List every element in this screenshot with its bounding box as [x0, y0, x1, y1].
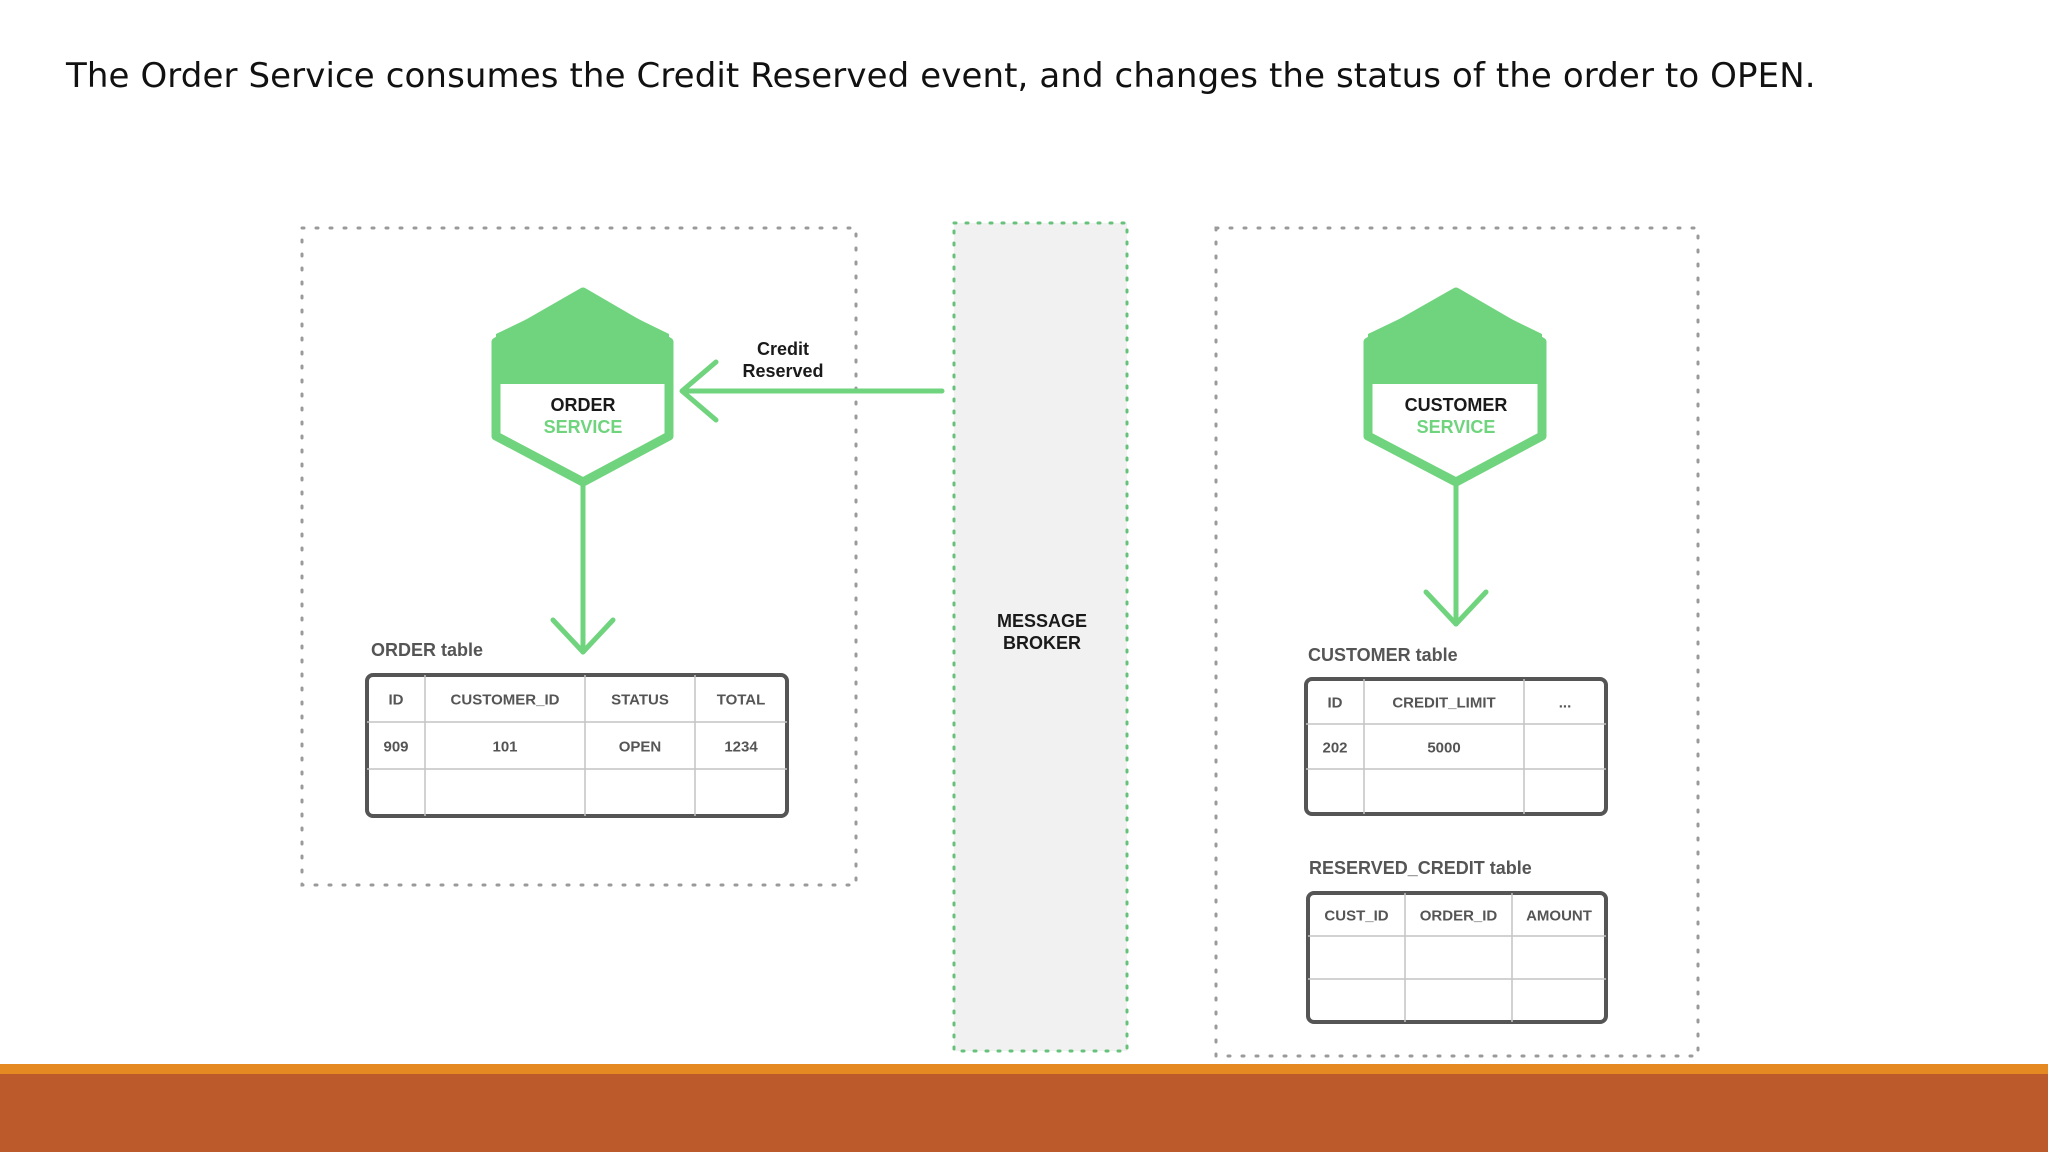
- table-header-cell: AMOUNT: [1526, 908, 1592, 925]
- slide-heading: The Order Service consumes the Credit Re…: [66, 56, 1816, 96]
- table-cell: 1234: [724, 739, 758, 756]
- table-header-cell: STATUS: [611, 692, 669, 709]
- customer-service-label-line2: SERVICE: [1417, 417, 1496, 437]
- order-table: ID CUSTOMER_ID STATUS TOTAL 909 101 OPEN 1234: [365, 673, 789, 818]
- table-cell: 909: [383, 739, 408, 756]
- table-header-cell: CUSTOMER_ID: [451, 692, 560, 709]
- broker-label-line1: MESSAGE: [997, 611, 1087, 631]
- table-cell: 5000: [1427, 740, 1460, 757]
- customer-db-arrow-icon: [1423, 479, 1489, 627]
- table-header-cell: CREDIT_LIMIT: [1392, 695, 1495, 712]
- order-service-hexagon-icon: [491, 287, 674, 487]
- customer-table: ID CREDIT_LIMIT... 202 5000: [1304, 677, 1608, 816]
- table-header-cell: ...: [1559, 695, 1572, 712]
- broker-label-line2: BROKER: [1003, 633, 1081, 653]
- order-table-title: ORDER table: [371, 640, 483, 660]
- table-header-cell: ID: [389, 692, 404, 709]
- order-service-label-line2: SERVICE: [544, 417, 623, 437]
- customer-service-boundary: [1214, 226, 1700, 1058]
- credit-reserved-arrow-icon: [679, 359, 945, 423]
- table-cell: 101: [492, 739, 517, 756]
- order-service-boundary: [300, 226, 858, 887]
- customer-service-label-line1: CUSTOMER: [1405, 395, 1508, 415]
- message-broker: [952, 221, 1129, 1053]
- customer-service-hexagon-icon: [1363, 287, 1547, 487]
- table-cell: 202: [1322, 740, 1347, 757]
- reserved-credit-table-title: RESERVED_CREDIT table: [1309, 858, 1532, 878]
- order-db-arrow-icon: [550, 479, 616, 655]
- table-frame: [365, 673, 789, 818]
- table-header-cell: CUST_ID: [1324, 908, 1388, 925]
- footer-bar: [0, 1074, 2048, 1152]
- table-header-cell: ID: [1328, 695, 1343, 712]
- table-frame: [1304, 677, 1608, 816]
- order-service-label-line1: ORDER: [550, 395, 615, 415]
- event-label-line1: Credit: [757, 339, 809, 359]
- customer-table-title: CUSTOMER table: [1308, 645, 1458, 665]
- table-header-cell: TOTAL: [717, 692, 766, 709]
- table-cell: OPEN: [619, 739, 662, 756]
- footer-accent-bar: [0, 1064, 2048, 1074]
- event-label-line2: Reserved: [742, 361, 823, 381]
- table-header-cell: ORDER_ID: [1420, 908, 1498, 925]
- table-frame: [1306, 891, 1608, 1024]
- reserved-credit-table: CUST_ID ORDER_ID AMOUNT: [1306, 891, 1608, 1024]
